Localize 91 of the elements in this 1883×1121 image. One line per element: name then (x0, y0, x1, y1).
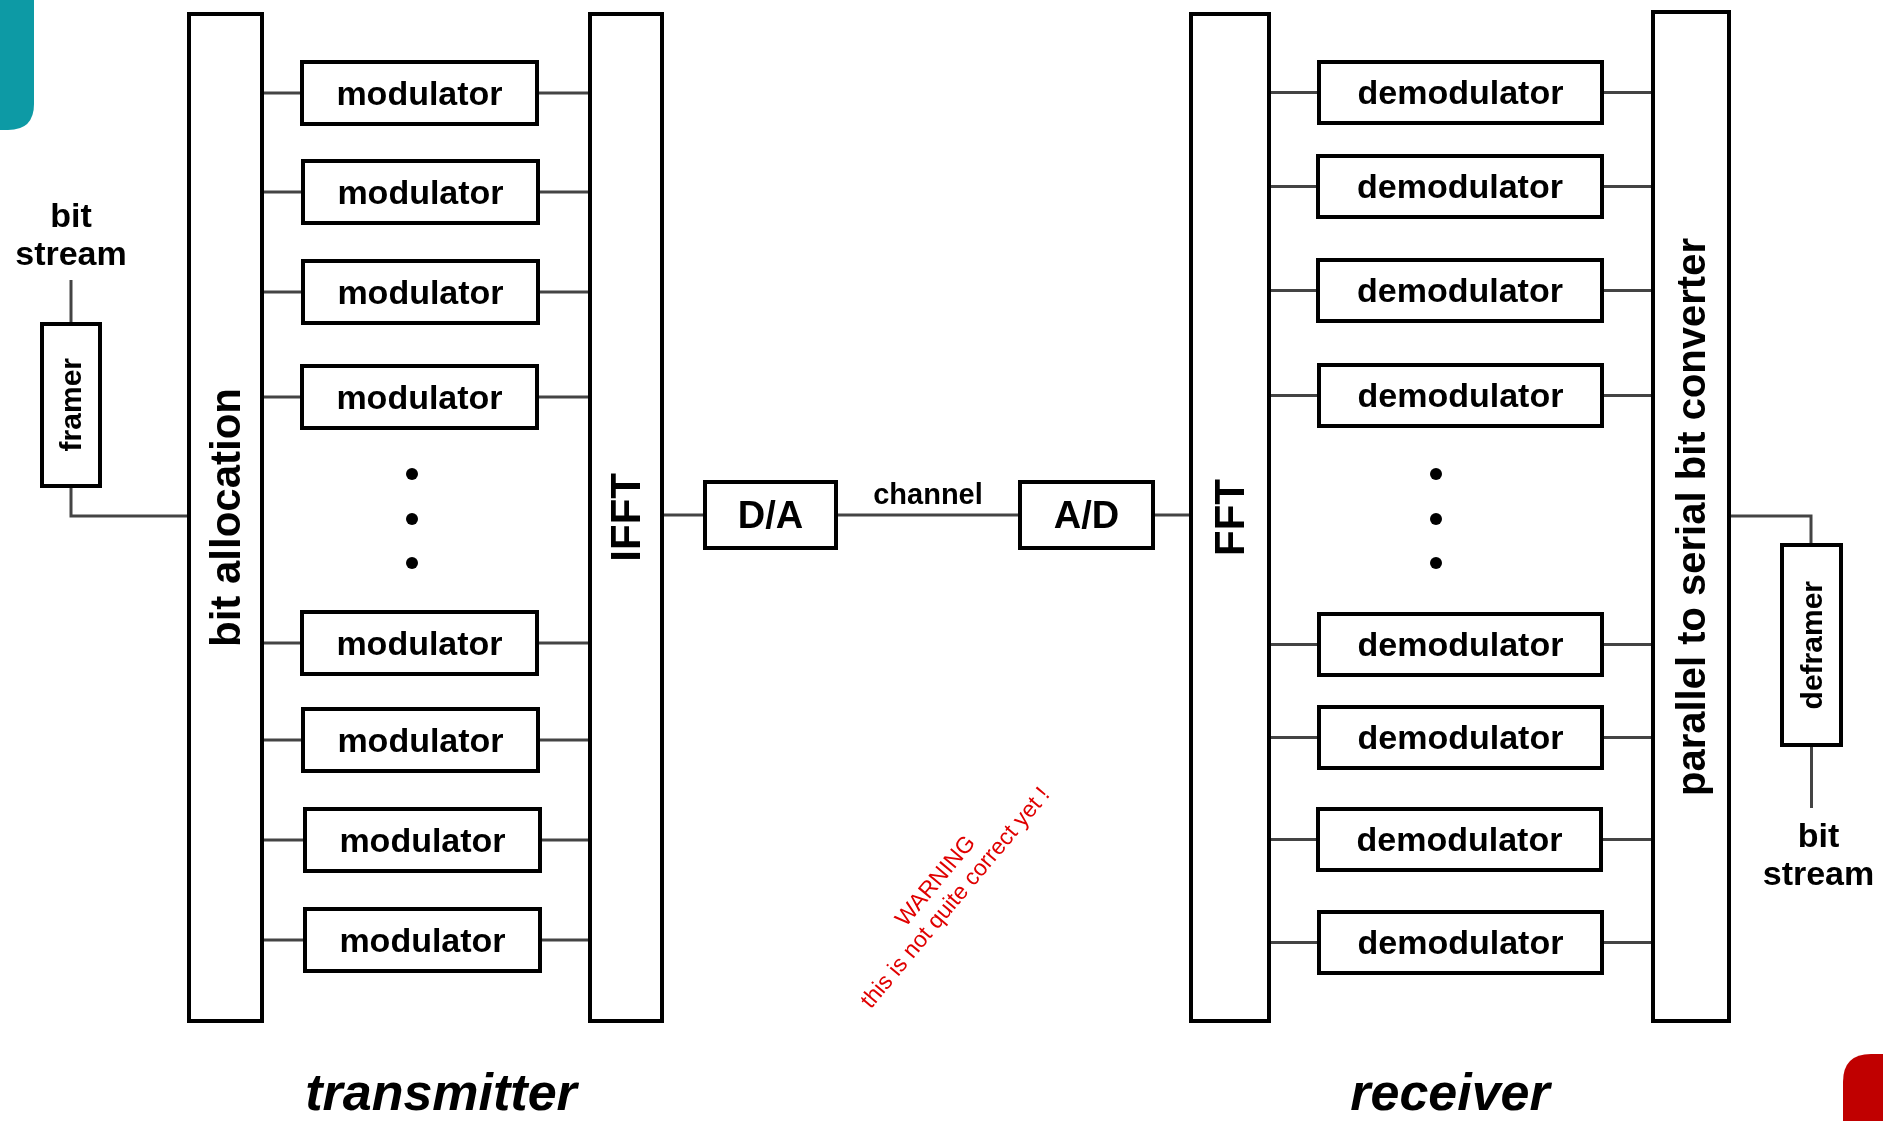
connector-line (264, 641, 300, 645)
block-box (303, 907, 542, 973)
connector-line (542, 838, 588, 842)
block-box (300, 610, 539, 676)
block-box (703, 480, 838, 550)
connector-line (1810, 747, 1813, 808)
block-label: modulator (336, 73, 503, 113)
connector-line (1155, 513, 1189, 517)
connector-line (264, 738, 301, 742)
connector-line (1604, 91, 1651, 94)
connector-line (69, 488, 187, 518)
block-box (301, 259, 540, 325)
connector-line (1271, 643, 1317, 646)
block-box (1316, 807, 1603, 872)
block-box (1316, 258, 1604, 323)
block-label: modulator (337, 720, 504, 760)
block-label: demodulator (1357, 73, 1564, 112)
connector-line (542, 938, 588, 942)
connector-line (264, 190, 301, 194)
connector-line (1604, 941, 1651, 944)
block-box (300, 60, 539, 126)
block-label: modulator (339, 920, 506, 960)
block-box (1317, 705, 1604, 770)
block-label: demodulator (1357, 271, 1563, 310)
block-box (1317, 60, 1604, 125)
block-box (1317, 363, 1604, 428)
block-label: modulator (337, 272, 504, 312)
connector-line (1271, 736, 1317, 739)
connector-line (1271, 289, 1316, 292)
block-label: demodulator (1357, 625, 1564, 664)
connector-line (1271, 185, 1316, 188)
connector-line (1604, 643, 1651, 646)
connector-line (1604, 736, 1651, 739)
block-box (1780, 543, 1843, 747)
connector-line (264, 938, 303, 942)
block-box (1316, 154, 1604, 219)
connector-line (1604, 289, 1651, 292)
block-label: framer (54, 358, 88, 452)
block-label: deframer (1794, 580, 1829, 710)
block-label: modulator (337, 172, 504, 212)
connector-line (664, 513, 703, 517)
connector-line (1603, 838, 1651, 841)
connector-line (838, 513, 1018, 517)
block-box (1189, 12, 1271, 1023)
block-box (300, 364, 539, 430)
connector-line (264, 395, 300, 399)
block-label: FFT (1206, 479, 1254, 556)
block-box (303, 807, 542, 873)
connector-line (1731, 514, 1813, 543)
connector-line (540, 190, 588, 194)
block-box (187, 12, 264, 1023)
connector-line (1271, 838, 1316, 841)
block-box (40, 322, 102, 488)
stream-label: bit stream (1754, 808, 1883, 900)
block-label: D/A (737, 493, 804, 537)
block-label: IFFT (602, 473, 650, 562)
connector-line (539, 641, 588, 645)
connector-line (1271, 941, 1317, 944)
connector-line (539, 395, 588, 399)
block-box (1651, 10, 1731, 1023)
block-box (301, 159, 540, 225)
connector-line (539, 91, 588, 95)
connector-line (264, 91, 300, 95)
block-label: modulator (339, 820, 506, 860)
connector-line (1271, 91, 1317, 94)
block-label: demodulator (1357, 376, 1564, 415)
block-label: demodulator (1356, 820, 1563, 859)
block-label: modulator (336, 623, 503, 663)
block-label: parallel to serial bit converter (1668, 237, 1714, 796)
connector-line (540, 738, 588, 742)
connector-line (1604, 394, 1651, 397)
block-label: bit allocation (201, 388, 250, 647)
section-title: transmitter (305, 1062, 577, 1121)
block-label: demodulator (1357, 923, 1564, 962)
block-box (588, 12, 664, 1023)
block-box (1317, 910, 1604, 975)
connector-line (264, 838, 303, 842)
block-box (301, 707, 540, 773)
connector-line (1271, 394, 1317, 397)
connector-line (540, 290, 588, 294)
section-title: receiver (1350, 1062, 1550, 1121)
stream-label: bit stream (4, 188, 138, 280)
block-label: demodulator (1357, 718, 1564, 757)
block-box (1317, 612, 1604, 677)
block-label: modulator (336, 377, 503, 417)
connector-line (69, 280, 73, 322)
block-label: demodulator (1357, 167, 1563, 206)
connector-line (1604, 185, 1651, 188)
connector-line (264, 290, 301, 294)
block-box (1018, 480, 1155, 550)
block-label: A/D (1053, 493, 1120, 537)
